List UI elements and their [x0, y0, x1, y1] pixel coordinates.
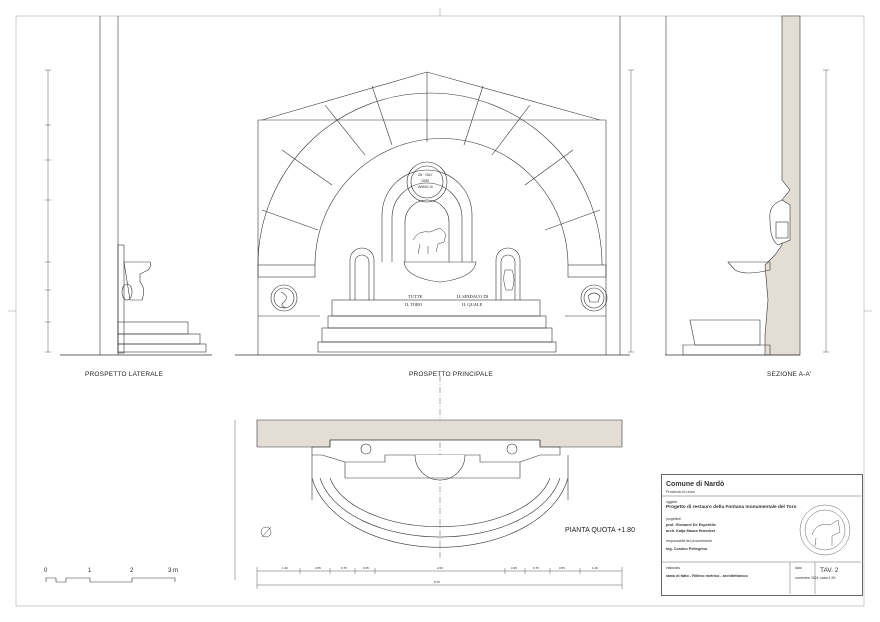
dim-4: 0.35	[363, 566, 369, 570]
section-view	[665, 15, 829, 356]
designer-2: arch. Katja Maura Huerdeer	[666, 529, 716, 533]
medallion-line-3: ANNO-IX	[418, 185, 433, 189]
data-value: novembre 2024	[795, 576, 819, 580]
lateral-elevation	[45, 16, 212, 356]
dim-2: 0.55	[315, 566, 321, 570]
plan-view	[234, 419, 623, 589]
section-view-label: SEZIONE A-A'	[767, 371, 812, 378]
plan-view-label: PIANTA QUOTA +1.80	[565, 527, 635, 534]
medallion-line-1: 26 · GIU	[418, 173, 432, 177]
dim-5: 2.00	[437, 566, 443, 570]
comune-name: Comune di Nardò	[666, 481, 725, 488]
provincia: Provincia di Lecce	[666, 490, 696, 494]
dim-1: 1.40	[282, 566, 288, 570]
elaborato-label: elaborato	[666, 566, 681, 570]
scale-tick-2: 2	[130, 568, 134, 574]
drawing-scale: scala 1:50	[820, 576, 836, 580]
data-label: data	[795, 566, 802, 570]
inscription-left-bottom: IL TORO	[405, 302, 423, 307]
dim-3: 0.75	[341, 566, 347, 570]
dim-6: 0.35	[511, 566, 517, 570]
medallion-line-2: 1930	[421, 179, 429, 183]
designer-1: prof. Giovanni De Esperitiis	[666, 523, 716, 527]
responsabile-name: ing. Cosimo Pellegrino	[666, 547, 708, 551]
title-block-lines	[661, 495, 861, 594]
main-view-label: PROSPETTO PRINCIPALE	[409, 371, 493, 378]
inscription-left-top: TUTTE	[408, 294, 423, 299]
scale-tick-1: 1	[88, 568, 92, 574]
inscription-right-top: IL SINDACO DI	[457, 294, 489, 299]
progettisti-label: progettisti	[666, 517, 681, 521]
scale-bar	[45, 577, 176, 583]
plan-dimensions: 1.40 0.55 0.75 0.35 2.00 0.35 0.75 0.55 …	[257, 566, 622, 572]
dim-7: 0.75	[533, 566, 539, 570]
dim-8: 0.55	[559, 566, 565, 570]
main-elevation	[235, 16, 634, 560]
responsabile-label: responsabile del procedimento	[666, 539, 713, 543]
lateral-view-label: PROSPETTO LATERALE	[85, 371, 164, 378]
tav-number: TAV. 2	[820, 567, 839, 574]
scale-tick-0: 0	[44, 568, 48, 574]
elaborato-desc: stato di fatto - Rilievo metrico - archi…	[666, 574, 748, 578]
oggetto-label: oggetto	[666, 500, 678, 504]
inscription-right-bottom: IL QUALE	[462, 302, 483, 307]
plan-total-dimension: 8.75	[434, 580, 440, 584]
project-title: Progetto di restauro della Fontana monum…	[666, 505, 797, 510]
dim-9: 1.40	[592, 566, 598, 570]
title-block: Comune di Nardò Provincia di Lecce ogget…	[661, 474, 863, 596]
scale-tick-3: 3 m	[168, 568, 179, 574]
